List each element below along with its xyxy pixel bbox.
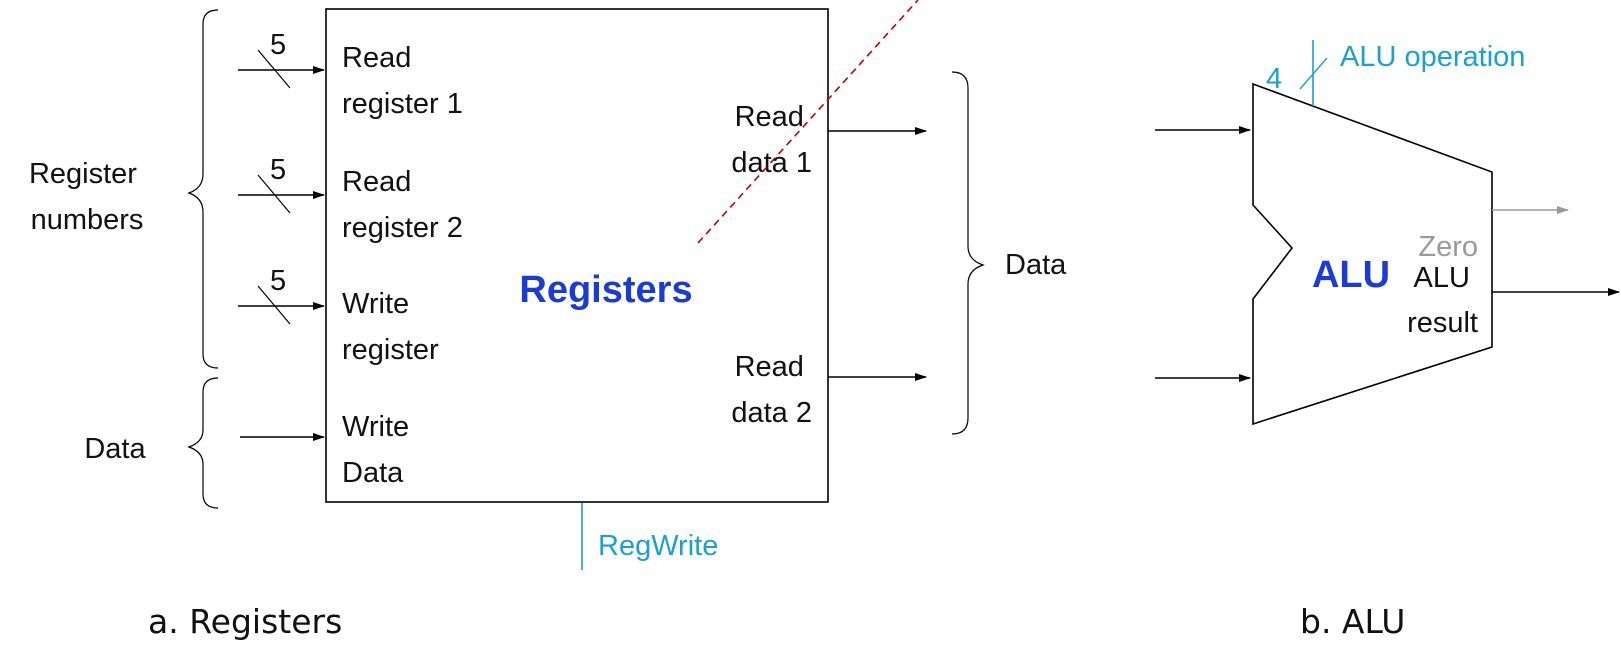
zero-label: Zero bbox=[1418, 231, 1478, 263]
alu-operation-slash bbox=[1299, 57, 1328, 90]
write-register-label: Write register bbox=[342, 288, 439, 366]
read-data-2-label: Read data 2 bbox=[731, 351, 812, 429]
read-data-1-label: Read data 1 bbox=[731, 101, 812, 179]
output-data-brace bbox=[951, 71, 985, 435]
registers-title: Registers bbox=[519, 269, 692, 311]
data-input-brace bbox=[187, 377, 219, 509]
alu-result-label: ALU result bbox=[1407, 262, 1478, 339]
write-data-group-label: Data bbox=[84, 433, 146, 465]
alu-body bbox=[1252, 82, 1493, 426]
regwrite-label: RegWrite bbox=[598, 530, 718, 562]
read-register-2-label: Read register 2 bbox=[342, 166, 463, 244]
register-file: Register numbers Data 5 5 5 Read registe… bbox=[29, 0, 1067, 641]
annotation-dashed-line bbox=[697, 0, 919, 244]
read-register-1-label: Read register 1 bbox=[342, 42, 463, 120]
register-numbers-brace bbox=[187, 9, 219, 369]
bus-slash-1 bbox=[257, 49, 291, 89]
alu-unit: 4 ALU operation Zero ALU ALU result b. A… bbox=[1155, 40, 1620, 641]
bus-slash-3 bbox=[257, 285, 291, 325]
alu-caption: b. ALU bbox=[1300, 602, 1405, 641]
alu-title: ALU bbox=[1312, 254, 1390, 296]
bus-slash-2 bbox=[257, 174, 291, 214]
register-file-box bbox=[325, 8, 829, 503]
registers-caption: a. Registers bbox=[148, 602, 342, 641]
bus-width-3: 5 bbox=[270, 265, 286, 297]
register-numbers-label: Register numbers bbox=[29, 158, 145, 236]
alu-operation-width: 4 bbox=[1266, 63, 1282, 95]
write-data-label: Write Data bbox=[342, 411, 417, 489]
bus-width-2: 5 bbox=[270, 154, 286, 186]
alu-operation-label: ALU operation bbox=[1340, 41, 1525, 73]
output-data-label: Data bbox=[1005, 249, 1067, 281]
bus-width-1: 5 bbox=[270, 29, 286, 61]
